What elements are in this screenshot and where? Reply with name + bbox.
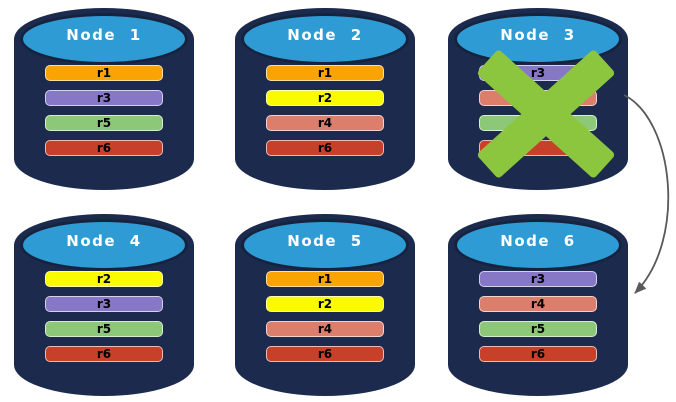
replica-bar: r4	[266, 115, 384, 131]
replica-bar: r2	[266, 296, 384, 312]
replica-bar: r3	[45, 296, 163, 312]
node-5: Node 5 r1 r2 r4 r6	[235, 214, 415, 396]
replica-bar: r6	[266, 140, 384, 156]
replica-bar: r2	[266, 90, 384, 106]
replica-bar: r1	[266, 65, 384, 81]
replica-bar: r3	[479, 271, 597, 287]
replica-bar: r5	[45, 115, 163, 131]
cylinder-top-face	[241, 219, 409, 271]
replica-list: r3 r4 r5 r6	[479, 271, 597, 371]
replica-list: r1 r2 r4 r6	[266, 65, 384, 165]
replica-bar: r3	[45, 90, 163, 106]
replica-bar: r6	[45, 140, 163, 156]
node-title: Node 2	[287, 26, 363, 44]
node-4: Node 4 r2 r3 r5 r6	[14, 214, 194, 396]
cylinder-top-face	[454, 219, 622, 271]
replica-bar: r1	[45, 65, 163, 81]
replica-bar: r4	[479, 296, 597, 312]
failure-x-icon	[448, 8, 628, 190]
replica-bar: r5	[45, 321, 163, 337]
cylinder-top-face	[20, 219, 188, 271]
node-1: Node 1 r1 r3 r5 r6	[14, 8, 194, 190]
node-title: Node 3	[500, 26, 576, 44]
cylinder-top-face	[20, 13, 188, 65]
replica-list: r1 r3 r5 r6	[45, 65, 163, 165]
replica-bar: r4	[266, 321, 384, 337]
node-title: Node 1	[66, 26, 142, 44]
node-2: Node 2 r1 r2 r4 r6	[235, 8, 415, 190]
cylinder-top-face	[241, 13, 409, 65]
replica-bar: r6	[45, 346, 163, 362]
node-6: Node 6 r3 r4 r5 r6	[448, 214, 628, 396]
node-title: Node 6	[500, 232, 576, 250]
node-title: Node 4	[66, 232, 142, 250]
replica-bar: r6	[266, 346, 384, 362]
replica-bar: r2	[45, 271, 163, 287]
replica-bar: r5	[479, 321, 597, 337]
replica-bar: r6	[479, 346, 597, 362]
node-title: Node 5	[287, 232, 363, 250]
replica-bar: r1	[266, 271, 384, 287]
replica-list: r2 r3 r5 r6	[45, 271, 163, 371]
replica-list: r1 r2 r4 r6	[266, 271, 384, 371]
